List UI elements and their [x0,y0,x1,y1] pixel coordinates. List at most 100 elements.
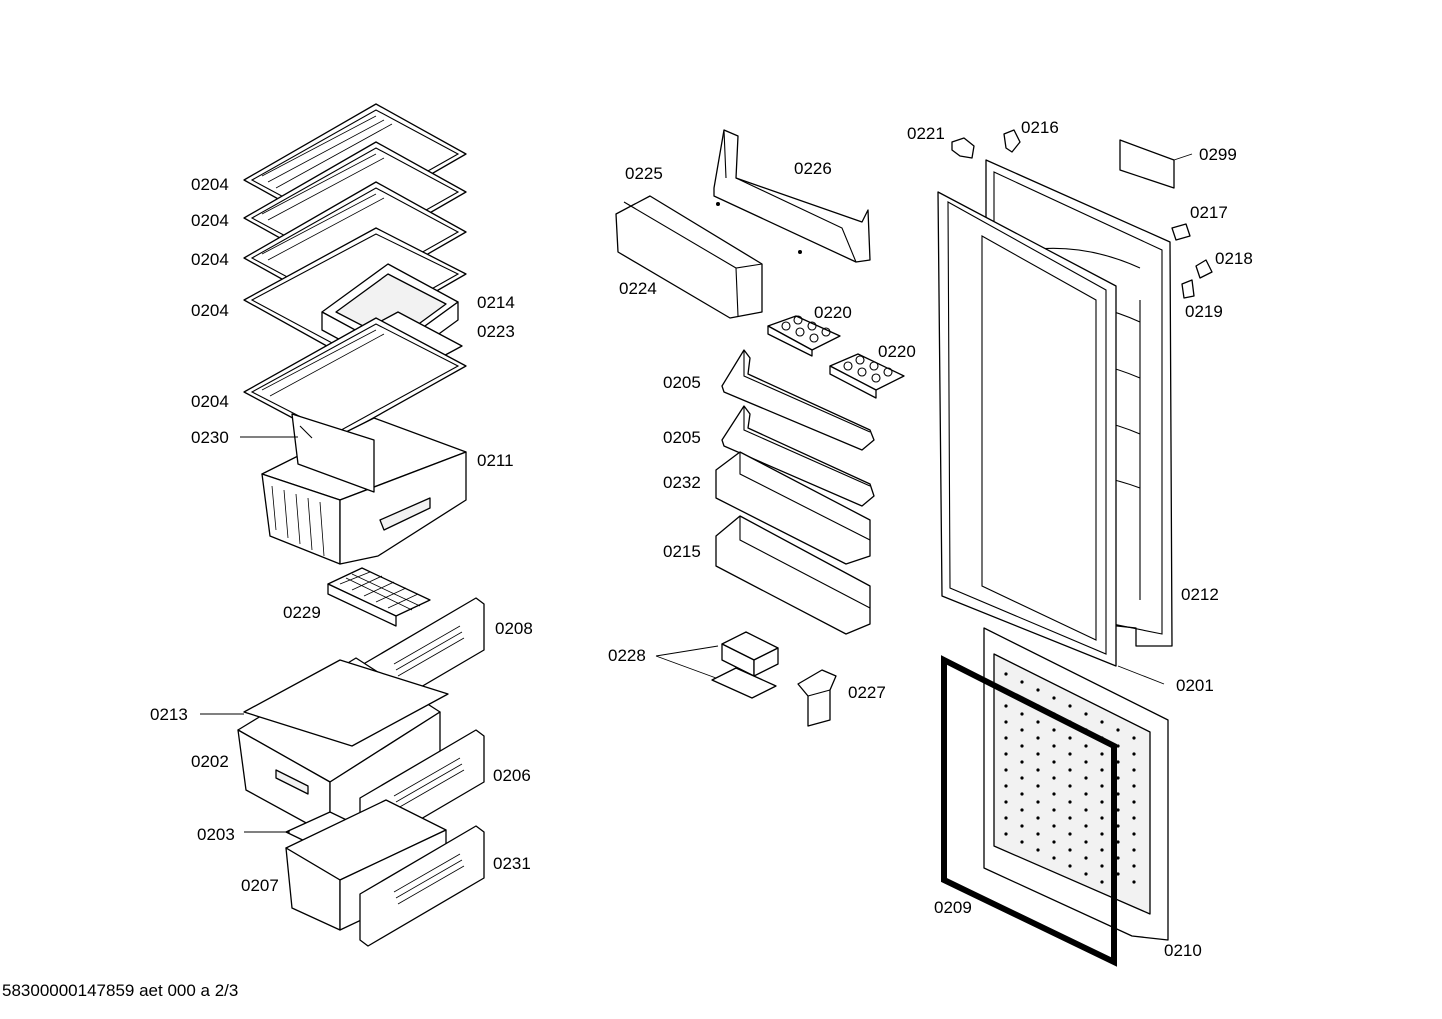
label-0208: 0208 [495,619,533,638]
door-dot [1068,768,1072,772]
door-dot [1036,784,1040,788]
door-dot [1116,808,1120,812]
label-0228: 0228 [608,646,646,665]
door-dot [1132,816,1136,820]
door-dot [1004,752,1008,756]
door-shelf-0205-a [721,349,875,451]
door-dot [1116,856,1120,860]
door-dot [1052,696,1056,700]
door-dot [1036,736,1040,740]
freezer-gasket-0209 [941,655,1117,967]
door-dot [1116,760,1120,764]
door-dot [1068,784,1072,788]
label-0224: 0224 [619,279,657,298]
door-dot [1004,704,1008,708]
label-0229: 0229 [283,603,321,622]
door-shelf-0232 [715,451,871,565]
label-0204-b: 0204 [191,211,229,230]
label-0225: 0225 [625,164,663,183]
door-dot [1132,784,1136,788]
leader-lines [200,153,1193,833]
door-dot [1068,704,1072,708]
part-0217 [1171,223,1191,241]
door-dot [1116,792,1120,796]
label-0231: 0231 [493,854,531,873]
door-dot [1036,752,1040,756]
door-dot [1132,848,1136,852]
door-gasket-0201 [937,191,1117,667]
door-dot [1084,808,1088,812]
door-dot [1132,832,1136,836]
door-dot [1100,880,1104,884]
door-dot [1020,808,1024,812]
door-dot [1068,832,1072,836]
door-dot [1036,768,1040,772]
label-0204-a: 0204 [191,175,229,194]
small-box-0228 [711,631,779,699]
door-dot [1020,824,1024,828]
door-dot [1004,816,1008,820]
crisper-drawer-0211 [261,417,467,565]
door-dot [1100,816,1104,820]
door-dot [1068,800,1072,804]
document-code-footer: 58300000147859 aet 000 a 2/3 [2,981,239,1000]
door-dot [1004,720,1008,724]
door-dot [1020,776,1024,780]
butter-lid-0224 [615,195,763,319]
door-dot [1100,720,1104,724]
label-0204-e: 0204 [191,392,229,411]
label-0202: 0202 [191,752,229,771]
part-0219 [1181,279,1195,299]
label-0205-b: 0205 [663,428,701,447]
door-dot [1068,736,1072,740]
label-0220-b: 0220 [878,342,916,361]
label-0232: 0232 [663,473,701,492]
door-dot [1116,728,1120,732]
door-dot [1084,776,1088,780]
label-0203: 0203 [197,825,235,844]
label-0210: 0210 [1164,941,1202,960]
door-dot [1020,760,1024,764]
hinge-0221 [951,137,975,159]
egg-tray-0220-b [829,353,905,399]
door-dot [1020,712,1024,716]
door-dot [1052,728,1056,732]
door-dot [1020,680,1024,684]
label-0220-a: 0220 [814,303,852,322]
door-dot [1068,848,1072,852]
door-dot [1052,744,1056,748]
label-0217: 0217 [1190,203,1228,222]
door-dot [1100,800,1104,804]
door-dot [1100,864,1104,868]
door-dot [1100,752,1104,756]
door-dot [1116,840,1120,844]
door-dot [1020,840,1024,844]
door-dot [1036,816,1040,820]
door-dot [1004,768,1008,772]
door-dot [1132,736,1136,740]
divider-0230 [291,413,375,493]
door-dot [1084,792,1088,796]
label-0206: 0206 [493,766,531,785]
door-dot [1132,880,1136,884]
door-dot [1020,744,1024,748]
door-dot [1100,768,1104,772]
door-shelf-0205-b [721,405,875,507]
label-0299: 0299 [1199,145,1237,164]
door-dot [1116,744,1120,748]
door-dot [1052,840,1056,844]
part-0227 [797,669,837,727]
door-dot [1036,688,1040,692]
door-dot [1036,832,1040,836]
label-0226: 0226 [794,159,832,178]
label-0215: 0215 [663,542,701,561]
hinge-0216 [1003,129,1021,153]
ice-tray-0229 [327,567,431,627]
label-0299 [1119,139,1175,189]
door-dot [1100,784,1104,788]
door-dot [1116,824,1120,828]
butter-compartment-0226 [713,129,871,263]
door-dot [1004,800,1008,804]
label-0207: 0207 [241,876,279,895]
